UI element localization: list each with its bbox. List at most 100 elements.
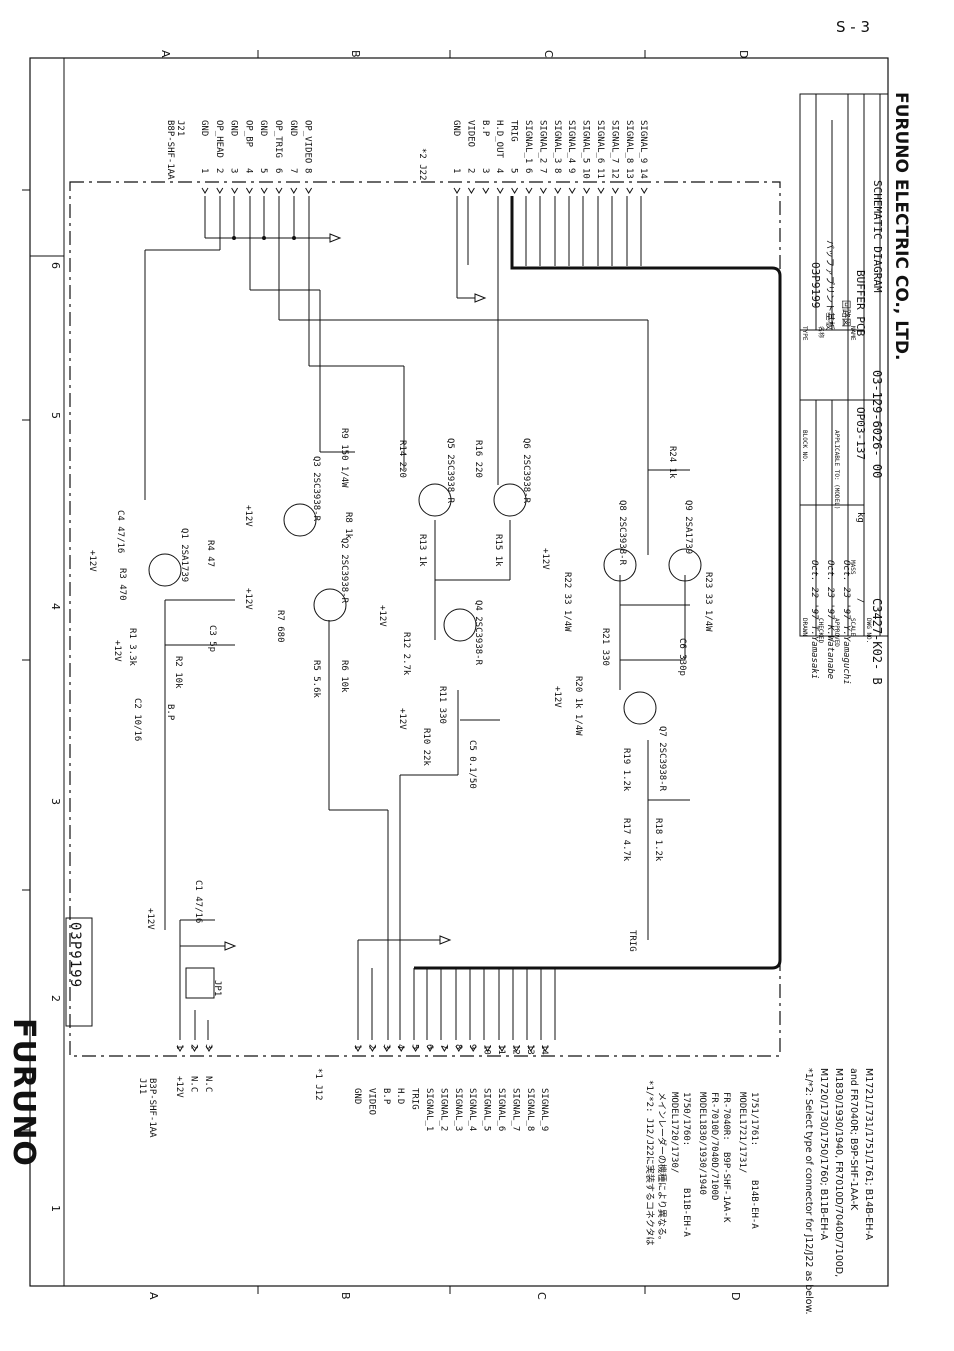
j12-pin-name: SIGNAL_7 — [510, 1088, 520, 1131]
j22-pin-name: SIGNAL_3 — [552, 120, 562, 163]
wires — [144, 196, 782, 1040]
q6-label: Q6 2SC3938-R — [521, 438, 531, 504]
j12-pin-name: SIGNAL_2 — [438, 1088, 448, 1131]
r19-label: R19 1.2k — [621, 748, 631, 792]
j21-pin-arrow — [275, 187, 283, 194]
svg-text:/: / — [855, 598, 865, 603]
j21-pin-arrow — [260, 187, 268, 194]
j22-pin-number: 3 — [480, 168, 490, 173]
j12-pin-name: SIGNAL_4 — [467, 1088, 477, 1131]
jp1-symbol — [185, 967, 215, 999]
svg-text:NAME: NAME — [849, 326, 856, 341]
j22-pin-name: SIGNAL_1 — [523, 120, 533, 163]
svg-text:M1720/1730/1750/1760; B11B-EH-: M1720/1730/1750/1760; B11B-EH-A — [818, 1068, 829, 1241]
j12-pin-number: 2 — [366, 1044, 376, 1049]
svg-text:kg: kg — [855, 512, 865, 523]
j21-pin-arrow — [201, 187, 209, 194]
j22-pin-arrow — [467, 187, 475, 194]
q5-label: Q5 2SC3938-R — [445, 438, 455, 504]
j12-pin-number: 8 — [453, 1044, 463, 1049]
svg-text:*1/*2: J12/J22に実装するコネクタは: *1/*2: J12/J22に実装するコネクタは — [644, 1080, 656, 1246]
q8-symbol — [603, 548, 637, 582]
j21-pin-name: OP_BP — [243, 120, 253, 148]
outer-border — [29, 57, 889, 1287]
j12-pin-arrow — [412, 1045, 420, 1052]
j22-pin-arrow — [496, 187, 504, 194]
svg-text:BLOCK NO.: BLOCK NO. — [801, 430, 808, 463]
j12-pin-arrow — [455, 1045, 463, 1052]
j21-pin-number: 8 — [303, 168, 313, 173]
r2-label: R2 10k — [173, 656, 183, 689]
r3-label: R3 470 — [117, 568, 127, 601]
pcb-outline — [69, 181, 781, 1057]
j22-pin-arrow — [511, 187, 519, 194]
j12-pin-arrow — [541, 1045, 549, 1052]
svg-text:B11B-EH-A: B11B-EH-A — [681, 1188, 691, 1237]
svg-text:回路図: 回路図 — [840, 300, 852, 327]
j12-pin-name: H.D — [395, 1088, 405, 1104]
j21-pin-name: OP_TRIG — [273, 120, 283, 158]
j12-pin-name: SIGNAL_3 — [453, 1088, 463, 1131]
j22-pin-number: 13 — [624, 168, 634, 179]
j22-pin-name: SIGNAL_8 — [624, 120, 634, 163]
j12-pin-name: GND — [352, 1088, 362, 1104]
v12-r3: +12V — [87, 550, 97, 572]
q9-label: Q9 2SA1739 — [683, 500, 693, 554]
q1-label: Q1 2SA1739 — [179, 528, 189, 582]
svg-text:03P9199: 03P9199 — [809, 262, 822, 308]
grid-row-bot-a: A — [147, 1292, 160, 1300]
jp-notes: *1/*2: J12/J22に実装するコネクタは メインレーダーの機種により異な… — [644, 1080, 759, 1246]
svg-text:MODEL1721/1731/: MODEL1721/1731/ — [737, 1092, 747, 1173]
j21-pin-name: GND — [288, 120, 298, 136]
j22-pin-number: 10 — [581, 168, 591, 179]
j22-pin-arrow — [611, 187, 619, 194]
furuno-logo: FURUNO — [6, 1018, 41, 1167]
grid-col-6: 6 — [49, 262, 62, 269]
q3-label: Q3 2SC3938-R — [311, 456, 321, 522]
j11-pin-number: 1 — [174, 1044, 184, 1049]
bp-label: B.P — [165, 704, 175, 721]
jp1-label: JP1 — [212, 980, 222, 996]
svg-text:SCALE: SCALE — [849, 618, 856, 636]
svg-text:名称: 名称 — [817, 326, 825, 338]
j21-pin-arrow — [216, 187, 224, 194]
j21-pin-name: OP_VIDEO — [303, 120, 313, 163]
j11-ref: J11 — [137, 1078, 147, 1094]
j11-pin-arrow — [176, 1045, 184, 1052]
j22-pin-number: 7 — [537, 168, 547, 173]
j12-pin-number: 9 — [467, 1044, 477, 1049]
j22-pin-number: 5 — [509, 168, 519, 173]
svg-text:FURUNO ELECTRIC CO., LTD.: FURUNO ELECTRIC CO., LTD. — [891, 92, 911, 360]
v12-r10: +12V — [397, 708, 407, 730]
q7-symbol — [623, 691, 657, 725]
j21-pin-number: 6 — [273, 168, 283, 173]
j21-pins: 1GND2OP_HEAD3GND4OP_BP5GND6OP_TRIG7GND8O… — [199, 120, 313, 194]
j12-pin-name: SIGNAL_9 — [539, 1088, 549, 1131]
c3-label: C3 5p — [207, 625, 217, 652]
j22-pin-number: 2 — [465, 168, 475, 173]
j22-pins: 1GND2VIDEO3B.P4H.D_OUT5TRIG6SIGNAL_17SIG… — [451, 120, 648, 194]
r1-label: R1 3.3k — [127, 628, 137, 667]
r14-label: R14 220 — [397, 440, 407, 478]
j22-pin-number: 14 — [638, 168, 648, 179]
j21-ref: J21 — [175, 120, 185, 136]
j22-pin-number: 8 — [552, 168, 562, 173]
grid-row-top-a: A — [159, 50, 172, 58]
svg-text:BUFFER PCB: BUFFER PCB — [854, 270, 867, 337]
pcb-stamp-box — [65, 917, 93, 1027]
j12-pin-arrow — [383, 1045, 391, 1052]
grid-row-bot-d: D — [729, 1292, 742, 1300]
j22-pin-number: 1 — [451, 168, 461, 173]
j11-pin-arrow — [205, 1045, 213, 1052]
svg-text:MODEL1720/1730/: MODEL1720/1730/ — [669, 1092, 679, 1173]
j22-pin-name: SIGNAL_7 — [609, 120, 619, 163]
j12-ref: *1 J12 — [313, 1068, 323, 1101]
c5-label: C5 0.1/50 — [467, 740, 477, 789]
j22-pin-name: SIGNAL_6 — [595, 120, 605, 163]
grid-col-4: 4 — [49, 603, 62, 610]
j21-pin-number: 3 — [229, 168, 239, 173]
svg-text:SCHEMATIC DIAGRAM: SCHEMATIC DIAGRAM — [871, 180, 884, 293]
j22-ref: *2 J22 — [417, 148, 427, 181]
c1-label: C1 47/16 — [193, 880, 203, 923]
j12-pin-arrow — [498, 1045, 506, 1052]
